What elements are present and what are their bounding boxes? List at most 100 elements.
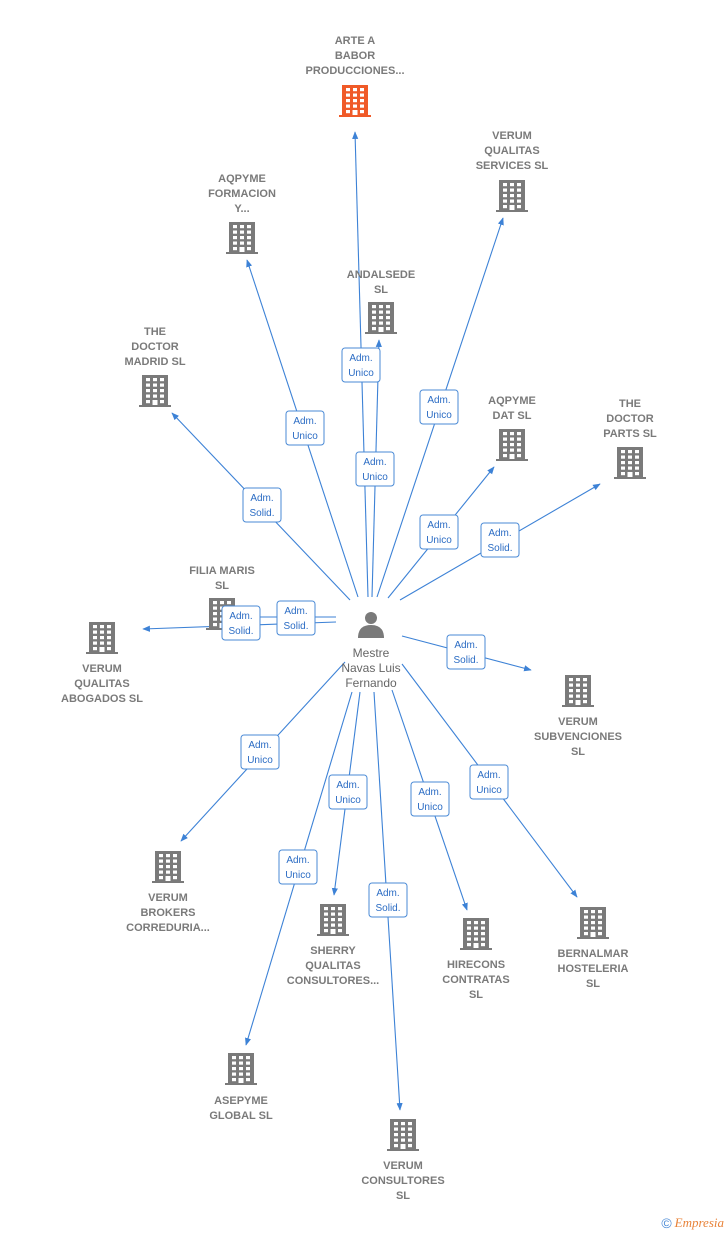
relation-label-line: Adm. [248, 740, 271, 751]
building-icon [460, 918, 492, 950]
relation-badge-sherry-qualitas[interactable]: Adm. Unico [328, 774, 368, 810]
relation-badge-arte-a-babor[interactable]: Adm.Unico [341, 347, 381, 383]
company-node-andalsede[interactable]: ANDALSEDE SL [347, 269, 415, 334]
relation-label-line: Adm. [454, 640, 477, 651]
building-icon [614, 447, 646, 479]
company-node-verum-qualitas-services[interactable]: VERUM QUALITAS SERVICES SL [476, 130, 549, 212]
building-icon [496, 429, 528, 461]
company-label-line: CORREDURIA... [126, 922, 210, 934]
relation-label-line: Solid. [453, 655, 478, 666]
relation-label-line: Adm. [286, 855, 309, 866]
person-name-line: Mestre [353, 646, 390, 660]
relation-badge-bernalmar[interactable]: Adm.Unico [469, 764, 509, 800]
company-label-line: Y... [234, 203, 249, 215]
relation-label-line: Unico [417, 802, 443, 813]
building-icon [86, 622, 118, 654]
relation-badge-verum-qualitas-services[interactable]: Adm. Unico [419, 389, 459, 425]
company-label-line: QUALITAS [484, 145, 539, 157]
company-label-line: PRODUCCIONES... [305, 65, 404, 77]
building-icon [562, 675, 594, 707]
footer-brand: © Empresia [661, 1215, 724, 1231]
relation-badge-the-doctor-madrid[interactable]: Adm.Solid. [242, 487, 282, 523]
person-name-line: Fernando [345, 676, 397, 690]
company-label-line: CONSULTORES [361, 1175, 444, 1187]
building-icon [226, 222, 258, 254]
relation-badge-verum-consultores[interactable]: Adm. Solid. [368, 882, 408, 918]
relation-badge-verum-qualitas-abogados[interactable]: Adm.Solid. [221, 605, 261, 641]
company-label-line: ABOGADOS SL [61, 693, 143, 705]
brand-name: Empresia [674, 1215, 724, 1230]
relation-badge-the-doctor-parts[interactable]: Adm.Solid. [480, 522, 520, 558]
relation-badge-aqpyme-dat[interactable]: Adm.Unico [419, 514, 459, 550]
building-icon [225, 1053, 257, 1085]
company-label-line: FORMACION [208, 188, 276, 200]
company-label-line: SL [469, 989, 483, 1001]
company-label-line: VERUM [492, 130, 532, 142]
company-node-aqpyme-dat[interactable]: AQPYME DAT SL [488, 395, 536, 461]
relation-label-line: Unico [476, 785, 502, 796]
company-label-line: ANDALSEDE [347, 269, 415, 281]
relation-label-line: Adm. [250, 493, 273, 504]
company-node-sherry-qualitas[interactable]: SHERRYQUALITASCONSULTORES... [287, 904, 380, 987]
company-label-line: SHERRY [310, 945, 356, 957]
relation-label-line: Unico [285, 870, 311, 881]
relation-label-line: Adm. [363, 457, 386, 468]
company-label-line: BERNALMAR [558, 948, 629, 960]
relation-badge-verum-brokers[interactable]: Adm. Unico [240, 734, 280, 770]
company-label-line: SL [374, 284, 388, 296]
relation-badge-filia-maris[interactable]: Adm.Solid. [276, 600, 316, 636]
relation-label-line: Adm. [349, 353, 372, 364]
building-icon [139, 375, 171, 407]
person-icon [358, 612, 384, 638]
relation-badge-verum-subvenciones[interactable]: Adm. Solid. [446, 634, 486, 670]
company-label-line: AQPYME [488, 395, 536, 407]
building-icon [317, 904, 349, 936]
relation-label-line: Adm. [376, 888, 399, 899]
company-label-line: QUALITAS [305, 960, 360, 972]
relation-label-line: Unico [335, 795, 361, 806]
company-label-line: DAT SL [493, 410, 532, 422]
company-label-line: SERVICES SL [476, 160, 549, 172]
company-node-aqpyme-formacion[interactable]: AQPYMEFORMACIONY... [208, 173, 276, 254]
company-label-line: MADRID SL [124, 356, 185, 368]
relation-label-line: Solid. [228, 626, 253, 637]
relation-label-line: Adm. [427, 520, 450, 531]
relation-label-line: Solid. [487, 543, 512, 554]
company-node-verum-brokers[interactable]: VERUMBROKERSCORREDURIA... [126, 851, 210, 934]
relation-label-line: Solid. [375, 903, 400, 914]
relation-label-line: Unico [247, 755, 273, 766]
copyright-symbol: © [661, 1215, 672, 1231]
company-label-line: DOCTOR [606, 413, 654, 425]
company-node-asepyme-global[interactable]: ASEPYME GLOBAL SL [209, 1053, 273, 1122]
company-label-line: SUBVENCIONES [534, 731, 622, 743]
building-icon [577, 907, 609, 939]
relation-label-line: Solid. [283, 621, 308, 632]
company-label-line: SL [586, 978, 600, 990]
relation-badge-andalsede[interactable]: Adm.Unico [355, 451, 395, 487]
building-icon [387, 1119, 419, 1151]
relation-label-line: Unico [426, 410, 452, 421]
relation-badge-hirecons[interactable]: Adm.Unico [410, 781, 450, 817]
company-node-arte-a-babor[interactable]: ARTE ABABORPRODUCCIONES... [305, 35, 405, 117]
company-label-line: GLOBAL SL [209, 1110, 273, 1122]
company-label-line: THE [144, 326, 166, 338]
relation-label-line: Adm. [427, 395, 450, 406]
company-label-line: VERUM [148, 892, 188, 904]
company-label-line: THE [619, 398, 641, 410]
company-label-line: SL [215, 580, 229, 592]
relation-badge-asepyme-global[interactable]: Adm. Unico [278, 849, 318, 885]
relation-label-line: Adm. [336, 780, 359, 791]
company-label-line: SL [396, 1190, 410, 1202]
relation-badge-aqpyme-formacion[interactable]: Adm.Unico [285, 410, 325, 446]
company-label-line: ASEPYME [214, 1095, 268, 1107]
building-icon [152, 851, 184, 883]
